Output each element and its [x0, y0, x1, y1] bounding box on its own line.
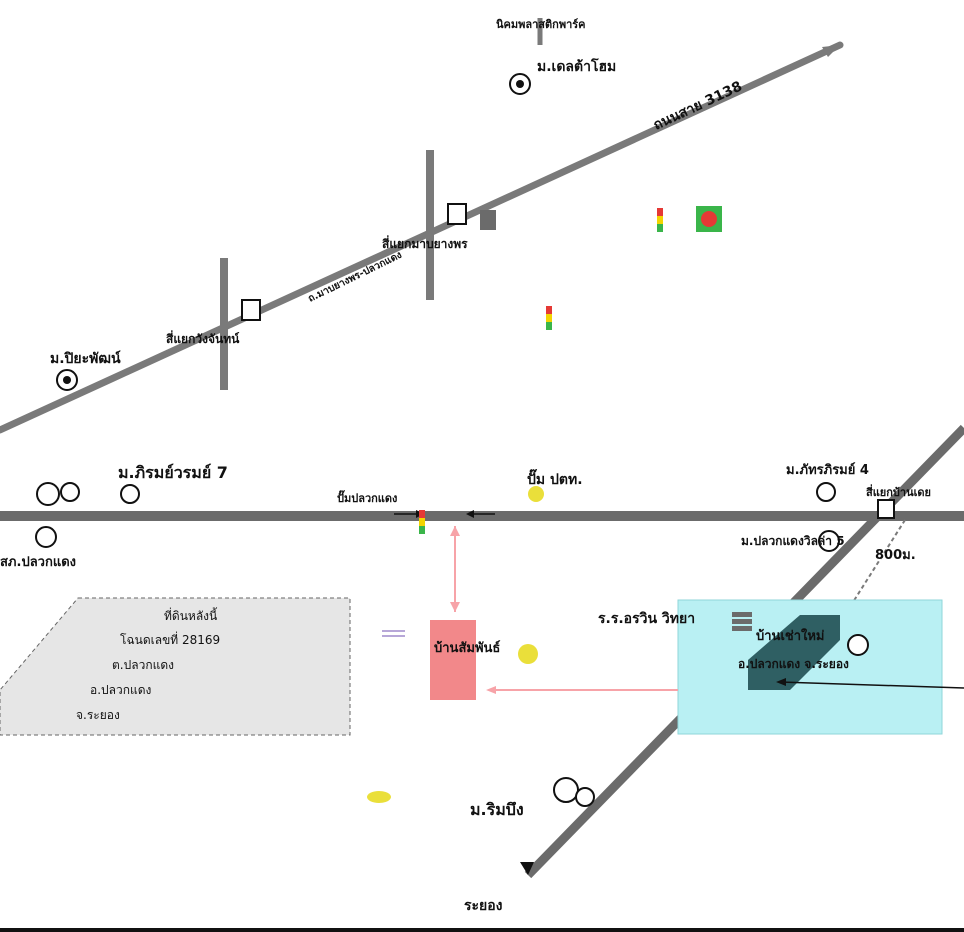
vertical-arrow-down [450, 602, 460, 612]
label-intersection-1: สี่แยกมาบยางพร [382, 235, 468, 251]
label-diag-road-lower: ถ.มาบยางพร-ปลวกแดง [306, 249, 404, 305]
shop-icon [241, 299, 261, 321]
road-arrow-bottom [520, 862, 534, 875]
label-village-left: ม.ปิยะพัฒน์ [50, 350, 121, 367]
bottom-border [0, 928, 964, 932]
traffic-light-icon [419, 510, 425, 534]
address-line-4: อ.ปลวกแดง [90, 683, 151, 697]
address-line-2: โฉนดเลขที่ 28169 [120, 631, 220, 647]
label-intersection-2: สี่แยกวังจันทน์ [166, 330, 240, 346]
label-mid-road: ปั๊มปลวกแดง [337, 490, 397, 505]
label-intersection-right: สี่แยกบ้านเดย [866, 484, 931, 499]
village-icon [847, 634, 869, 656]
label-district: สภ.ปลวกแดง [0, 555, 76, 570]
label-red-box: บ้านสัมพันธ์ [434, 640, 500, 656]
label-village-1: ม.ภิรมย์วรมย์ 7 [118, 463, 228, 482]
address-panel [0, 597, 351, 736]
village-icon [509, 73, 531, 95]
label-village-2: ม.ภัทรภิรมย์ 4 [786, 462, 869, 478]
gas-station-icon [696, 206, 722, 232]
address-line-1: ที่ดินหลังนี้ [164, 607, 218, 623]
label-village-top: ม.เดลต้าโฮม [537, 57, 616, 75]
yellow-marker-icon [518, 644, 538, 664]
shop-icon [447, 203, 496, 230]
label-distance: 800ม. [875, 548, 916, 563]
address-line-5: จ.ระยอง [76, 708, 120, 722]
road-dashed-right [847, 519, 906, 611]
address-line-3: ต.ปลวกแดง [112, 658, 174, 672]
label-info-line-2: อ.ปลวกแดง จ.ระยอง [738, 657, 849, 671]
label-top-road-end: นิคมพลาสติกพาร์ค [496, 18, 586, 31]
road-arrow-top-right [822, 45, 840, 57]
label-school: ร.ร.อรวิน วิทยา [598, 611, 695, 627]
yellow-marker-icon [367, 791, 391, 803]
village-icon [56, 369, 78, 391]
info-panel-arrow-line [779, 681, 964, 689]
yellow-marker-icon [528, 486, 544, 502]
info-panel-arrow-head [776, 678, 786, 686]
village-icon [35, 526, 57, 548]
label-diag-road-upper: ถนนสาย 3138 [651, 79, 745, 134]
traffic-light-icon [657, 208, 663, 232]
shop-icon [877, 499, 895, 519]
label-info-line-1: บ้านเช่าใหม่ [756, 627, 825, 644]
school-icon [732, 612, 752, 631]
village-icon [816, 482, 836, 502]
village-icon [553, 777, 595, 807]
road-diagonal [0, 41, 844, 434]
red-box-icon [430, 620, 476, 700]
label-bottom-dest: ระยอง [464, 898, 503, 914]
road-horizontal [0, 511, 964, 521]
label-pump: ปั๊ม ปตท. [527, 468, 583, 488]
info-panel-dark [748, 615, 840, 690]
traffic-light-icon [546, 306, 552, 330]
village-icon [36, 482, 140, 506]
label-village-4: ม.ริมบึง [470, 800, 524, 819]
vertical-arrow-up [450, 526, 460, 536]
label-village-3: ม.ปลวกแดงวิลล่า 5 [741, 534, 845, 548]
arrow-east-head [466, 510, 474, 518]
village-icon [818, 530, 840, 552]
pink-arrow-head [486, 686, 496, 694]
